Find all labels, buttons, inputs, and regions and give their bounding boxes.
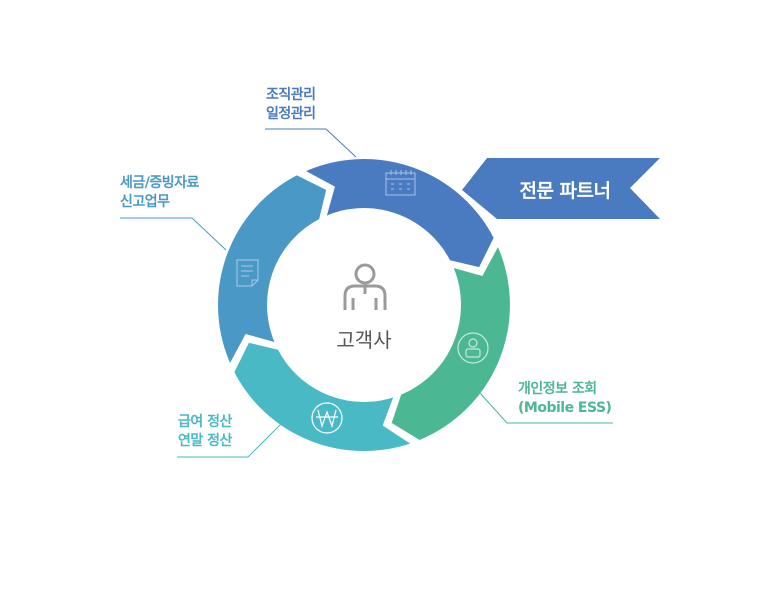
leader-line-personal bbox=[478, 391, 613, 424]
user-circle-icon bbox=[457, 332, 489, 364]
label-payroll: 급여 정산 연말 정산 bbox=[178, 413, 232, 451]
label-line: 조직관리 bbox=[266, 87, 316, 103]
label-org-schedule: 조직관리 일정관리 bbox=[266, 86, 316, 124]
banner-label: 전문 파트너 bbox=[519, 180, 611, 202]
label-line: (Mobile ESS) bbox=[518, 400, 612, 416]
center-label: 고객사 bbox=[336, 328, 392, 352]
label-line: 급여 정산 bbox=[178, 414, 232, 430]
leader-line-tax bbox=[120, 217, 227, 251]
leader-line-org bbox=[265, 128, 357, 158]
label-line: 연말 정산 bbox=[178, 433, 232, 449]
leader-line-payroll bbox=[177, 423, 282, 458]
calendar-icon bbox=[385, 170, 416, 196]
won-icon bbox=[311, 402, 343, 434]
label-personal-info: 개인정보 조회 (Mobile ESS) bbox=[518, 380, 612, 418]
label-line: 신고업무 bbox=[120, 194, 170, 210]
label-tax: 세금/증빙자료 신고업무 bbox=[120, 174, 199, 212]
person-icon bbox=[343, 263, 387, 310]
document-icon bbox=[236, 259, 259, 287]
banner-shape bbox=[462, 158, 660, 219]
label-line: 세금/증빙자료 bbox=[120, 175, 199, 191]
label-line: 일정관리 bbox=[266, 106, 316, 122]
label-line: 개인정보 조회 bbox=[518, 381, 597, 397]
